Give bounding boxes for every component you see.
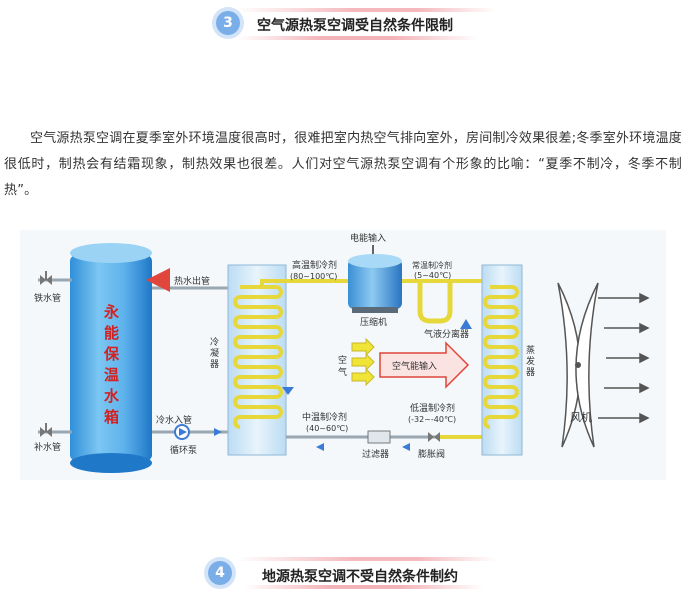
air-arrows [351, 337, 375, 387]
condenser-label: 冷 凝 器 [210, 336, 219, 370]
compressor [348, 254, 402, 313]
section-number-badge: 4 [208, 561, 232, 585]
section-title: 空气源热泵空调受自然条件限制 [257, 18, 453, 34]
tank-label: 永 能 保 温 水 箱 [103, 303, 120, 426]
power-input-label: 电能输入 [350, 232, 386, 244]
cold-water-in-label: 冷水入管 [156, 414, 192, 426]
header-top-bar [236, 8, 496, 12]
high-temp-line [260, 279, 350, 287]
evaporator-char: 器 [526, 367, 535, 378]
section-4-header: 4 地源热泵空调不受自然条件制约 [0, 555, 686, 591]
evaporator-coil [483, 285, 519, 429]
section-3-header: 3 空气源热泵空调受自然条件限制 [0, 6, 686, 42]
low-temp-label: 低温制冷剂 [410, 402, 455, 414]
mid-temp-range: (40~60℃) [306, 424, 348, 433]
evaporator-char: 蒸 [526, 344, 535, 356]
down-arrow-icon [282, 387, 294, 395]
diagram-svg: 永 能 保 温 水 箱 铁水管 补水管 热水出管 冷水入管 循环泵 冷 凝 器 [20, 230, 666, 480]
iron-pipe-label: 铁水管 [34, 292, 61, 304]
tank-char: 保 [103, 345, 120, 363]
wind-arrows [598, 292, 650, 424]
separator-label: 气液分离器 [424, 328, 469, 340]
filter-icon [367, 430, 391, 444]
heat-pump-diagram: 永 能 保 温 水 箱 铁水管 补水管 热水出管 冷水入管 循环泵 冷 凝 器 [0, 225, 686, 480]
tank-char: 能 [104, 324, 119, 342]
expansion-valve-label: 膨胀阀 [418, 448, 445, 460]
section-number-badge: 3 [216, 11, 240, 35]
hot-water-out-label: 热水出管 [174, 275, 210, 287]
condenser-char: 冷 [210, 336, 219, 348]
expansion-valve-icon [428, 432, 440, 442]
water-tank [70, 243, 152, 473]
evaporator-label: 蒸 发 器 [526, 344, 535, 378]
supply-pipe-label: 补水管 [34, 441, 61, 453]
air-energy-arrow [379, 341, 470, 389]
condenser-coil [233, 285, 283, 429]
fan-label: 风机 [570, 410, 592, 424]
pump-label: 循环泵 [170, 444, 197, 456]
high-temp-range: (80~100℃) [290, 272, 337, 281]
air-char: 空 [338, 354, 347, 366]
up-arrow-icon [460, 319, 472, 329]
tank-char: 永 [103, 303, 120, 321]
tank-char: 箱 [104, 408, 119, 426]
pump-icon [174, 424, 190, 440]
condenser-char: 凝 [210, 348, 219, 359]
air-energy-label: 空气能输入 [392, 360, 437, 372]
body-paragraph: 空气源热泵空调在夏季室外环境温度很高时，很难把室内热空气排向室外，房间制冷效果很… [4, 131, 682, 198]
low-temp-range: (-32~-40℃) [408, 415, 456, 424]
high-temp-label: 高温制冷剂 [292, 259, 337, 271]
header-bottom-bar [244, 585, 484, 589]
separator-u [417, 281, 453, 324]
valve-icon [40, 271, 52, 285]
left-arrow-icon [402, 443, 410, 451]
tank-char: 温 [104, 366, 119, 384]
mid-temp-label: 中温制冷剂 [302, 411, 347, 423]
valve-icon [40, 423, 52, 437]
header-top-bar [236, 557, 496, 561]
left-arrow-icon [316, 443, 324, 451]
compressor-label: 压缩机 [360, 316, 387, 328]
air-label: 空 气 [338, 354, 347, 378]
air-char: 气 [338, 366, 347, 378]
condenser-char: 器 [210, 359, 219, 370]
tank-char: 水 [104, 387, 120, 405]
fan-icon [557, 282, 599, 448]
normal-temp-range: (5~40℃) [414, 271, 451, 280]
evaporator-char: 发 [526, 355, 535, 367]
flow-arrow-icon [214, 428, 222, 436]
header-bottom-bar [238, 36, 478, 40]
normal-temp-label: 常温制冷剂 [412, 260, 452, 270]
filter-label: 过滤器 [362, 448, 389, 460]
section-title: 地源热泵空调不受自然条件制约 [262, 569, 458, 585]
